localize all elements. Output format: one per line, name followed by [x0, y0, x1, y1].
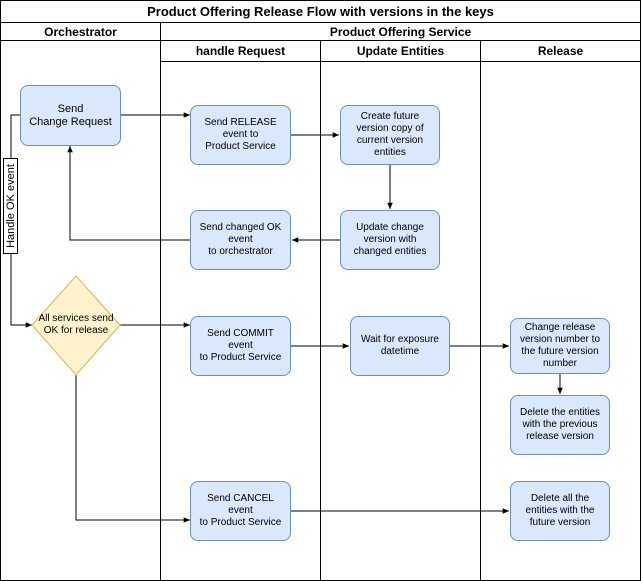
- edge-decision-to-cancel: [75, 375, 190, 523]
- delete-previous-entities-node: Delete the entities with the previous re…: [510, 395, 610, 455]
- create-future-version-node: Create future version copy of current ve…: [340, 105, 440, 165]
- sublane-update-header: Update Entities: [320, 40, 481, 62]
- wait-exposure-node: Wait for exposure datetime: [350, 316, 450, 376]
- update-change-version-node: Update change version with changed entit…: [340, 210, 440, 270]
- send-release-event-node: Send RELEASE event to Product Service: [190, 105, 291, 165]
- decision-diamond: [31, 275, 121, 376]
- send-change-request-node: Send Change Request: [20, 85, 121, 146]
- delete-future-entities-node: Delete all the entities with the future …: [510, 481, 610, 541]
- send-changed-ok-node: Send changed OK event to orchestrator: [190, 210, 291, 270]
- diagram-title: Product Offering Release Flow with versi…: [0, 0, 641, 23]
- send-commit-event-node: Send COMMIT event to Product Service: [190, 316, 291, 376]
- change-release-version-node: Change release version number to the fut…: [510, 318, 610, 374]
- sublane-release-header: Release: [480, 40, 641, 62]
- edge-changed-ok-to-change: [67, 146, 190, 241]
- all-services-ok-decision: All services send OK for release: [38, 313, 114, 336]
- lane-orchestrator-header: Orchestrator: [0, 22, 161, 41]
- sublane-handle-header: handle Request: [160, 40, 321, 62]
- handle-ok-event-text: Handle OK event: [4, 164, 17, 248]
- handle-ok-event-label: Handle OK event: [3, 158, 18, 254]
- send-cancel-event-node: Send CANCEL event to Product Service: [190, 481, 291, 541]
